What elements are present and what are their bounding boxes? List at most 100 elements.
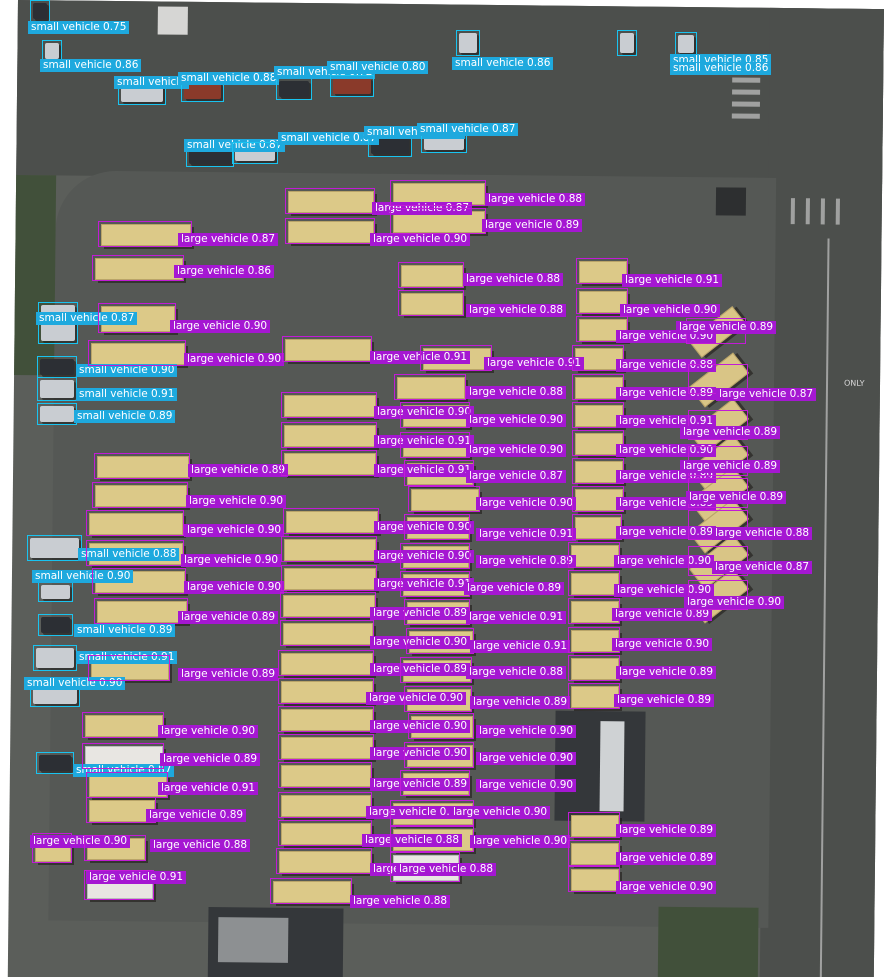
car-20 bbox=[41, 617, 70, 633]
car-2 bbox=[45, 43, 59, 59]
large-vehicle-label-83: large vehicle 0.90 bbox=[470, 835, 571, 848]
crosswalk-stripe bbox=[805, 198, 810, 225]
large-vehicle-label-89: large vehicle 0.89 bbox=[616, 387, 717, 400]
bus-46 bbox=[284, 425, 376, 447]
bus-29 bbox=[97, 456, 189, 478]
car-19 bbox=[41, 585, 70, 599]
small-vehicle-label-10: small vehicle 0.87 bbox=[184, 139, 286, 152]
large-vehicle-label-98: large vehicle 0.90 bbox=[612, 638, 713, 651]
large-vehicle-label-67: large vehicle 0.88 bbox=[466, 386, 567, 399]
large-vehicle-label-45: large vehicle 0.90 bbox=[374, 406, 475, 419]
bus-94 bbox=[575, 517, 621, 539]
small-vehicle-label-21: small vehicle 0.91 bbox=[76, 651, 178, 664]
crosswalk-stripe bbox=[790, 198, 795, 225]
large-vehicle-label-44: large vehicle 0.91 bbox=[370, 351, 471, 364]
large-vehicle-label-75: large vehicle 0.91 bbox=[466, 611, 567, 624]
small-vehicle-label-6: small vehicle 0.80 bbox=[327, 61, 429, 74]
large-vehicle-label-65: large vehicle 0.88 bbox=[466, 304, 567, 317]
car-15 bbox=[40, 359, 74, 375]
large-vehicle-label-51: large vehicle 0.89 bbox=[370, 607, 471, 620]
large-vehicle-label-92: large vehicle 0.89 bbox=[616, 470, 717, 483]
large-vehicle-label-35: large vehicle 0.89 bbox=[178, 668, 279, 681]
large-vehicle-label-42: large vehicle 0.87 bbox=[372, 202, 473, 215]
small-vehicle-label-9: small vehicle 0.86 bbox=[670, 62, 772, 75]
large-vehicle-label-84: large vehicle 0.88 bbox=[396, 863, 497, 876]
large-vehicle-label-29: large vehicle 0.89 bbox=[188, 464, 289, 477]
large-vehicle-label-102: large vehicle 0.89 bbox=[616, 852, 717, 865]
large-vehicle-label-78: large vehicle 0.89 bbox=[470, 696, 571, 709]
large-vehicle-label-107: large vehicle 0.89 bbox=[680, 460, 781, 473]
car-18 bbox=[30, 538, 79, 558]
large-vehicle-label-86: large vehicle 0.90 bbox=[620, 304, 721, 317]
large-vehicle-label-55: large vehicle 0.90 bbox=[370, 720, 471, 733]
small-vehicle-label-14: small vehicle 0.87 bbox=[36, 312, 138, 325]
bus-52 bbox=[283, 623, 373, 645]
crosswalk-stripe bbox=[731, 113, 760, 119]
bus-26 bbox=[95, 258, 183, 280]
large-vehicle-label-80: large vehicle 0.90 bbox=[476, 752, 577, 765]
small-vehicle-label-15: small vehicle 0.90 bbox=[76, 364, 178, 377]
large-vehicle-label-110: large vehicle 0.87 bbox=[712, 561, 813, 574]
small-vehicle-label-2: small vehicle 0.86 bbox=[40, 59, 142, 72]
large-vehicle-label-26: large vehicle 0.86 bbox=[174, 265, 275, 278]
bus-30 bbox=[95, 485, 187, 507]
large-vehicle-label-61: large vehicle 0.88 bbox=[350, 895, 451, 908]
large-vehicle-label-58: large vehicle 0.88 bbox=[366, 806, 467, 819]
large-vehicle-label-47: large vehicle 0.91 bbox=[374, 464, 475, 477]
car-5 bbox=[279, 81, 309, 97]
large-vehicle-label-108: large vehicle 0.89 bbox=[686, 491, 787, 504]
large-vehicle-label-62: large vehicle 0.88 bbox=[485, 193, 586, 206]
bus-34 bbox=[97, 601, 187, 623]
car-23 bbox=[39, 755, 71, 771]
bus-57 bbox=[281, 765, 371, 787]
large-vehicle-label-105: large vehicle 0.87 bbox=[716, 388, 817, 401]
large-vehicle-label-74: large vehicle 0.89 bbox=[464, 582, 565, 595]
bus-54 bbox=[281, 681, 373, 703]
car-1 bbox=[33, 3, 47, 19]
small-vehicle-label-22: small vehicle 0.90 bbox=[24, 677, 126, 690]
large-vehicle-label-53: large vehicle 0.89 bbox=[370, 663, 471, 676]
crosswalk-stripe bbox=[731, 101, 760, 107]
building-roof bbox=[217, 917, 289, 963]
large-vehicle-label-30: large vehicle 0.90 bbox=[186, 495, 287, 508]
small-vehicle-label-4: small vehicle 0.88 bbox=[178, 72, 280, 85]
large-vehicle-label-46: large vehicle 0.91 bbox=[374, 435, 475, 448]
grass-patch bbox=[657, 906, 759, 977]
large-vehicle-label-95: large vehicle 0.90 bbox=[614, 555, 715, 568]
car-9 bbox=[620, 33, 634, 53]
crosswalk-stripe bbox=[732, 89, 761, 95]
large-vehicle-label-90: large vehicle 0.91 bbox=[616, 415, 717, 428]
large-vehicle-label-88: large vehicle 0.88 bbox=[616, 359, 717, 372]
large-vehicle-label-111: large vehicle 0.90 bbox=[684, 596, 785, 609]
large-vehicle-label-31: large vehicle 0.90 bbox=[184, 524, 285, 537]
large-vehicle-label-106: large vehicle 0.89 bbox=[680, 426, 781, 439]
bus-103 bbox=[571, 869, 619, 891]
bus-61 bbox=[273, 881, 351, 903]
large-vehicle-label-56: large vehicle 0.90 bbox=[370, 747, 471, 760]
large-vehicle-label-109: large vehicle 0.88 bbox=[712, 527, 813, 540]
large-vehicle-label-99: large vehicle 0.89 bbox=[616, 666, 717, 679]
large-vehicle-label-64: large vehicle 0.88 bbox=[463, 273, 564, 286]
large-vehicle-label-39: large vehicle 0.89 bbox=[146, 809, 247, 822]
bus-49 bbox=[284, 539, 376, 561]
large-vehicle-label-38: large vehicle 0.91 bbox=[158, 782, 259, 795]
small-vehicle-label-20: small vehicle 0.89 bbox=[74, 624, 176, 637]
large-vehicle-label-69: large vehicle 0.90 bbox=[466, 444, 567, 457]
bus-60 bbox=[279, 851, 371, 873]
large-vehicle-label-32: large vehicle 0.90 bbox=[181, 554, 282, 567]
bus-59 bbox=[281, 823, 371, 845]
large-vehicle-label-77: large vehicle 0.88 bbox=[466, 666, 567, 679]
large-vehicle-label-82: large vehicle 0.90 bbox=[450, 806, 551, 819]
large-vehicle-label-43: large vehicle 0.90 bbox=[370, 233, 471, 246]
small-vehicle-label-19: small vehicle 0.90 bbox=[32, 570, 134, 583]
bus-64 bbox=[401, 265, 463, 287]
car-13 bbox=[424, 136, 464, 150]
grass-strip bbox=[14, 174, 57, 376]
road-marking-only: ONLY bbox=[843, 378, 865, 388]
bus-50 bbox=[284, 568, 376, 590]
car-12 bbox=[371, 136, 409, 154]
large-vehicle-label-50: large vehicle 0.91 bbox=[374, 578, 475, 591]
bus-71 bbox=[411, 489, 479, 511]
bus-45 bbox=[284, 395, 376, 417]
